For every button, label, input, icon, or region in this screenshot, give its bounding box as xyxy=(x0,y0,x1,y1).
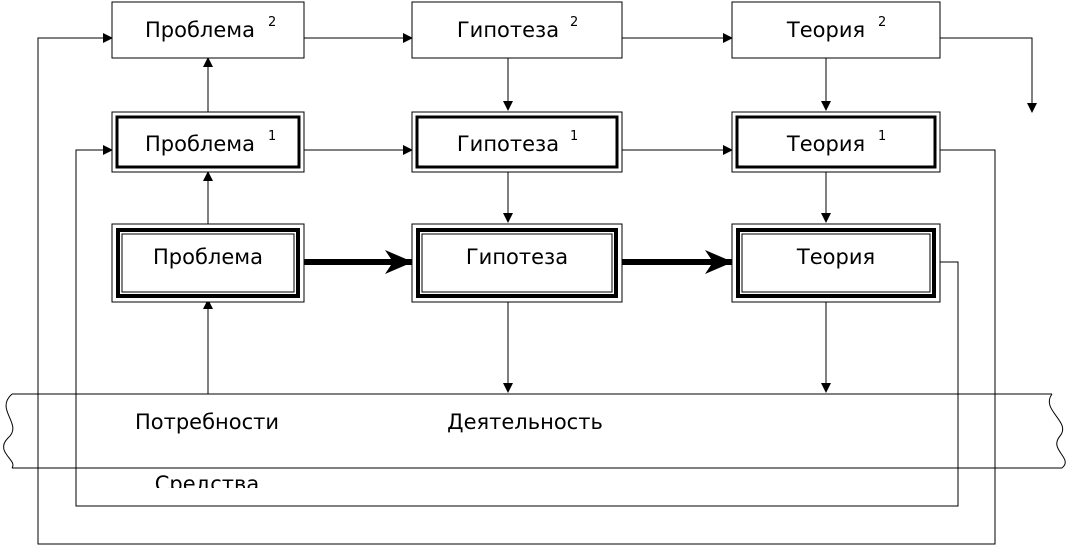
band-needs-label: Потребности xyxy=(135,410,279,434)
node-hypothesis1: Гипотеза 1 xyxy=(411,111,623,173)
outer-feedback-line xyxy=(37,33,996,545)
band-right-wave xyxy=(1049,393,1066,469)
middle-feedback-line xyxy=(75,145,959,507)
node-problem2-sup: 2 xyxy=(268,15,276,30)
feedback-loops xyxy=(37,33,1037,545)
node-hypothesis1-sup: 1 xyxy=(570,129,578,144)
theory2-out-line xyxy=(940,37,1037,113)
node-theory2-sup: 2 xyxy=(878,15,886,30)
node-theory2: Теория 2 xyxy=(731,1,941,59)
node-problem2: Проблема 2 xyxy=(111,1,305,59)
node-theory1: Теория 1 xyxy=(731,111,941,173)
node-hypothesis-label: Гипотеза xyxy=(466,245,568,269)
band-means-label: Средства xyxy=(155,472,259,496)
node-hypothesis2: Гипотеза 2 xyxy=(411,1,623,59)
node-hypothesis1-label: Гипотеза xyxy=(457,132,559,156)
node-theory: Теория xyxy=(731,223,941,303)
node-hypothesis: Гипотеза xyxy=(411,223,623,303)
node-hypothesis2-sup: 2 xyxy=(570,15,578,30)
activity-band xyxy=(3,393,1066,469)
node-theory1-label: Теория xyxy=(786,132,865,156)
band-activity-label: Деятельность xyxy=(447,410,603,434)
node-theory-label: Теория xyxy=(796,245,875,269)
node-theory2-label: Теория xyxy=(786,18,865,42)
node-problem-label: Проблема xyxy=(153,245,263,269)
node-problem1-sup: 1 xyxy=(268,129,276,144)
node-problem2-label: Проблема xyxy=(145,18,255,42)
node-problem1-label: Проблема xyxy=(145,132,255,156)
node-hypothesis2-label: Гипотеза xyxy=(457,18,559,42)
band-left-wave xyxy=(3,393,14,469)
node-problem: Проблема xyxy=(111,223,305,303)
node-theory1-sup: 1 xyxy=(878,129,886,144)
node-problem1: Проблема 1 xyxy=(111,111,305,173)
